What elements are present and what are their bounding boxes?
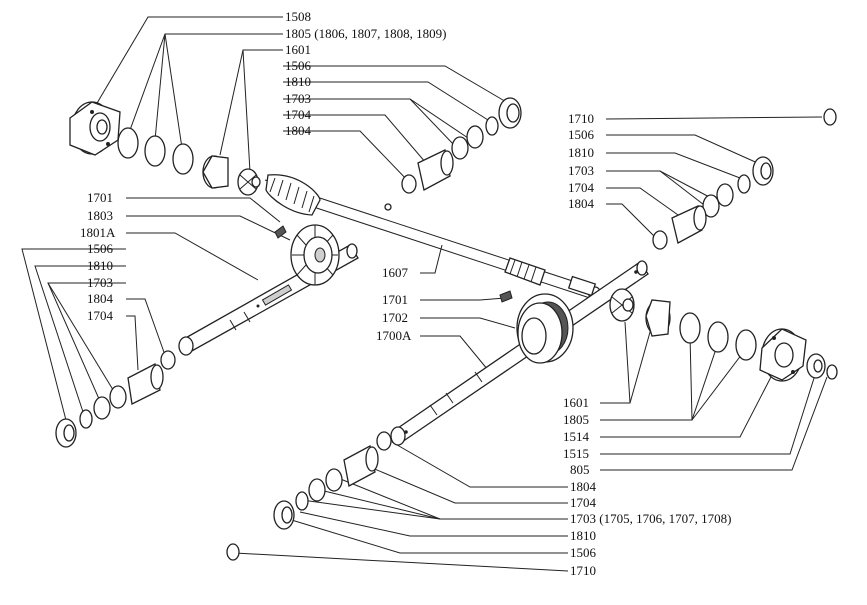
label-1506: 1506 xyxy=(570,545,597,560)
label-1804: 1804 xyxy=(285,123,312,138)
label-1804: 1804 xyxy=(568,196,595,211)
label-1508: 1508 xyxy=(285,9,311,24)
label-1801A: 1801A xyxy=(80,225,116,240)
label-1804: 1804 xyxy=(87,291,114,306)
label-1704: 1704 xyxy=(285,107,312,122)
label-1514: 1514 xyxy=(563,429,590,444)
right-bottom-assembly xyxy=(609,288,838,382)
label-1701: 1701 xyxy=(87,190,113,205)
label-1810: 1810 xyxy=(87,258,113,273)
label-1515: 1515 xyxy=(563,446,589,461)
label-1506: 1506 xyxy=(285,58,312,73)
label-1601: 1601 xyxy=(563,395,589,410)
label-1805: 1805 xyxy=(563,412,589,427)
upper-right-assembly xyxy=(652,108,837,250)
label-1704: 1704 xyxy=(570,495,597,510)
label-1703: 1703 (1705, 1706, 1707, 1708) xyxy=(570,511,731,526)
label-1704: 1704 xyxy=(87,308,114,323)
label-1810: 1810 xyxy=(285,74,311,89)
label-805: 805 xyxy=(570,462,590,477)
bottom-bearing-set xyxy=(226,431,392,561)
label-1506: 1506 xyxy=(568,127,595,142)
label-1607: 1607 xyxy=(382,265,409,280)
label-1810: 1810 xyxy=(568,145,594,160)
spur-gear-1803 xyxy=(274,224,340,286)
label-1804: 1804 xyxy=(570,479,597,494)
lower-shaft-1700A xyxy=(390,260,649,446)
label-1703: 1703 xyxy=(568,163,594,178)
top-left-assembly xyxy=(69,101,261,196)
left-bearing-set xyxy=(55,350,176,448)
label-1700A: 1700A xyxy=(376,328,412,343)
upper-shaft-end-parts xyxy=(401,97,522,194)
label-1701: 1701 xyxy=(382,292,408,307)
label-1805: 1805 (1806, 1807, 1808, 1809) xyxy=(285,26,446,41)
upper-worm-shaft-1607 xyxy=(264,174,602,304)
label-1710: 1710 xyxy=(570,563,596,578)
label-1702: 1702 xyxy=(382,310,408,325)
leader-lines xyxy=(21,16,828,572)
label-1704: 1704 xyxy=(568,180,595,195)
large-gear-1702 xyxy=(499,290,574,364)
parts xyxy=(55,97,838,561)
label-1703: 1703 xyxy=(87,275,113,290)
label-1601: 1601 xyxy=(285,42,311,57)
label-1506: 1506 xyxy=(87,241,114,256)
label-1803: 1803 xyxy=(87,208,113,223)
label-1703: 1703 xyxy=(285,91,311,106)
label-1810: 1810 xyxy=(570,528,596,543)
label-1710: 1710 xyxy=(568,111,594,126)
part-labels: 1508 1805 (1806, 1807, 1808, 1809) 1601 … xyxy=(80,9,731,578)
